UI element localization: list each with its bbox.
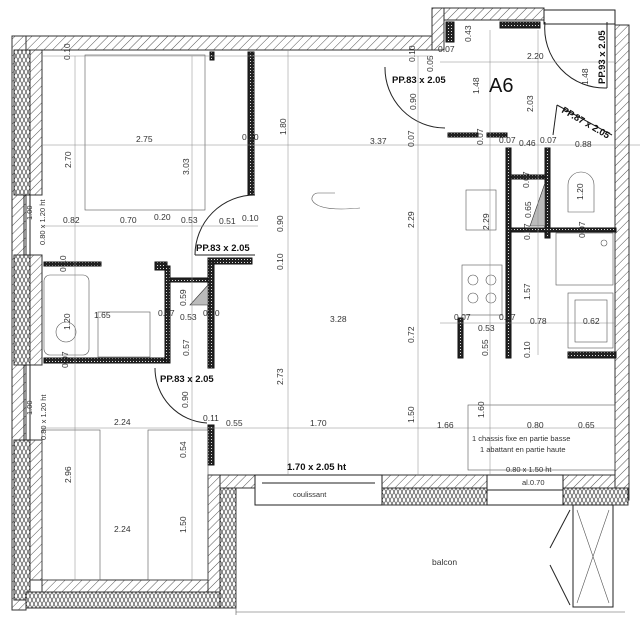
dim-label: 0.53 <box>181 215 198 225</box>
exterior-walls <box>11 7 630 611</box>
dim-label: 0.10 <box>242 213 259 223</box>
room-label-balcony: balcon <box>432 557 457 567</box>
window-label: 1.70 x 2.05 ht <box>287 462 347 473</box>
dim-label: 2.73 <box>275 368 285 385</box>
door-label: PP.83 x 2.05 <box>392 75 446 86</box>
dim-label: 3.03 <box>181 158 191 175</box>
dim-label: 1.48 <box>471 77 481 94</box>
dim-label: 1.80 <box>278 118 288 135</box>
dim-label: 0.10 <box>242 132 259 142</box>
dim-label: 0.07 <box>454 312 471 322</box>
dim-label: 0.07 <box>60 351 70 368</box>
dim-label: 0.07 <box>522 223 532 240</box>
window-label: 0.80 x 1.20 ht <box>38 199 47 245</box>
dim-label: 2.29 <box>481 213 491 230</box>
dim-label: 1.20 <box>62 313 72 330</box>
dim-label: 0.90 <box>180 391 190 408</box>
dim-label: 0.65 <box>523 201 533 218</box>
dim-label: 0.54 <box>178 441 188 458</box>
unit-title: A6 <box>489 75 513 97</box>
dim-label: 2.03 <box>525 95 535 112</box>
dim-label: 0.10 <box>522 341 532 358</box>
dim-label: 0.80 <box>527 420 544 430</box>
window-note: 1 chassis fixe en partie basse <box>472 434 570 443</box>
window-label: 0.80 x 1.20 ht <box>39 394 48 440</box>
dim-label: 2.20 <box>527 51 544 61</box>
dim-label: 0.88 <box>575 139 592 149</box>
dim-label: 0.72 <box>406 326 416 343</box>
window-label: coulissant <box>293 490 327 499</box>
window-label: al.0.70 <box>522 478 545 487</box>
dim-label: 1.60 <box>476 401 486 418</box>
dim-label: 0.55 <box>480 339 490 356</box>
dim-label: 0.65 <box>578 420 595 430</box>
dim-label: 0.90 <box>408 93 418 110</box>
dim-label: 0.90 <box>275 215 285 232</box>
dim-label: 1.48 <box>580 68 590 85</box>
dim-label: 0.07 <box>475 128 485 145</box>
dim-label: 0.82 <box>63 215 80 225</box>
dimension-lines <box>42 30 640 580</box>
dim-label: 0.59 <box>178 289 188 306</box>
dim-label: 0.11 <box>203 413 219 423</box>
dim-label: 0.10 <box>62 43 72 60</box>
dim-label: 0.43 <box>463 25 473 42</box>
dim-label: 0.07 <box>406 130 416 147</box>
dim-label: 0.20 <box>154 212 171 222</box>
dim-label: 1.57 <box>522 283 532 300</box>
dim-label: 0.78 <box>530 316 547 326</box>
dim-label: 2.29 <box>406 211 416 228</box>
window-label: 0.80 x 1.50 ht <box>506 465 552 474</box>
window-label: 1.00 <box>25 205 34 220</box>
dim-label: 0.07 <box>577 221 587 238</box>
dim-label: 0.07 <box>438 44 455 54</box>
dim-label: 0.53 <box>180 312 197 322</box>
balcony <box>235 504 625 615</box>
dim-label: 1.50 <box>406 406 416 423</box>
dim-label: 0.07 <box>499 312 516 322</box>
dim-label: 0.10 <box>58 255 68 272</box>
door-label: PP.87 x 2.05 <box>560 105 613 142</box>
dim-label: 0.07 <box>158 308 175 318</box>
dim-label: 0.62 <box>583 316 600 326</box>
dim-label: 1.66 <box>437 420 454 430</box>
dim-label: 0.10 <box>407 45 417 62</box>
dim-label: 3.37 <box>370 136 387 146</box>
partitions <box>43 21 617 466</box>
dim-label: 0.10 <box>275 253 285 270</box>
fixtures <box>41 54 616 581</box>
dim-label: 2.24 <box>114 417 131 427</box>
dim-label: 0.07 <box>499 135 516 145</box>
door-label: PP.83 x 2.05 <box>196 243 250 254</box>
windows <box>23 9 616 506</box>
dim-label: 0.46 <box>519 138 536 148</box>
window-note: 1 abattant en partie haute <box>480 445 566 454</box>
dim-label: 1.20 <box>575 183 585 200</box>
dim-label: 1.65 <box>94 310 111 320</box>
window-label: 1.00 <box>25 400 34 415</box>
dim-label: 0.10 <box>203 308 220 318</box>
dim-label: 2.70 <box>63 151 73 168</box>
dim-label: 0.51 <box>219 216 236 226</box>
dimension-labels: 0.10 2.75 2.70 3.03 0.10 1.80 0.10 0.82 … <box>25 25 612 567</box>
dim-label: 0.57 <box>181 339 191 356</box>
dim-label: 1.70 <box>310 418 327 428</box>
door-label: PP.83 x 2.05 <box>160 374 214 385</box>
dim-label: 0.53 <box>478 323 495 333</box>
door-label: PP.93 x 2.05 <box>597 30 608 84</box>
dim-label: 2.24 <box>114 524 131 534</box>
dim-label: 2.75 <box>136 134 153 144</box>
dim-label: 0.07 <box>540 135 557 145</box>
dim-label: 0.70 <box>120 215 137 225</box>
dim-label: 0.07 <box>521 171 531 188</box>
dim-label: 2.96 <box>63 466 73 483</box>
dim-label: 3.28 <box>330 314 347 324</box>
dim-label: 0.55 <box>226 418 243 428</box>
dim-label: 0.05 <box>425 55 435 72</box>
dim-label: 1.50 <box>178 516 188 533</box>
doors <box>154 21 613 424</box>
